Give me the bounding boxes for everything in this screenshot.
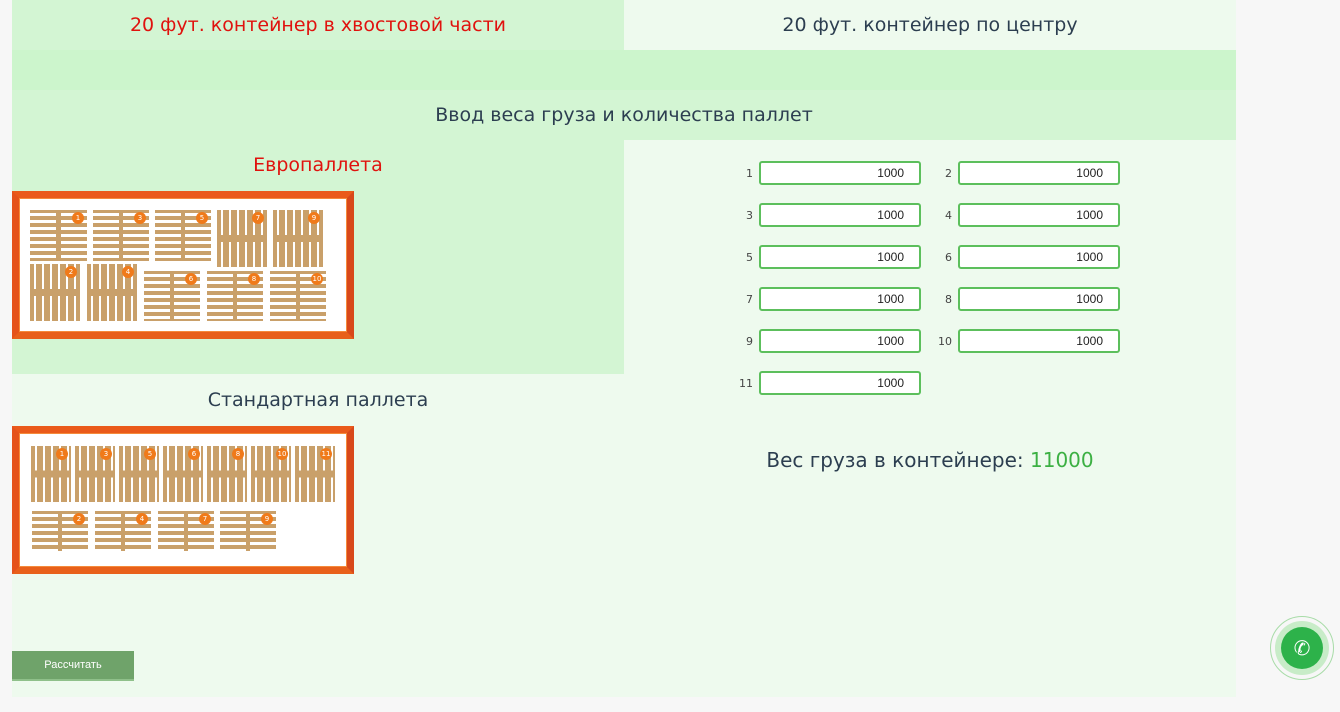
europallet-title[interactable]: Европаллета	[253, 154, 383, 176]
pallet-number: 2	[73, 513, 85, 525]
pallet-number: 8	[248, 273, 260, 285]
pallet: 10	[270, 271, 326, 321]
pallet-number: 6	[188, 448, 200, 460]
pallet-number: 3	[134, 212, 146, 224]
pallet-number: 9	[261, 513, 273, 525]
pallet-weight-label: 2	[945, 167, 952, 180]
spacer-band	[12, 50, 1236, 90]
tab-tail-container[interactable]: 20 фут. контейнер в хвостовой части	[12, 0, 624, 50]
pallet-weight-label: 11	[739, 377, 753, 390]
pallet-number: 11	[320, 448, 332, 460]
pallet-number: 7	[199, 513, 211, 525]
pallet-weight-label: 10	[938, 335, 952, 348]
call-button[interactable]: ✆	[1270, 616, 1334, 680]
standard-pallet-section: Стандартная паллета 1 3 5 6 8 10 11 2 4 7 9	[12, 374, 624, 697]
pallet: 2	[30, 264, 80, 321]
standard-pallet-title[interactable]: Стандартная паллета	[207, 389, 429, 411]
total-label: Вес груза в контейнере:	[766, 448, 1030, 472]
phone-icon: ✆	[1281, 627, 1323, 669]
pallet-weight-label: 7	[746, 293, 753, 306]
pallet-number: 9	[308, 212, 320, 224]
pallet-weight-input[interactable]	[958, 161, 1120, 185]
pallet-weight-input[interactable]	[759, 161, 921, 185]
pallet-number: 5	[144, 448, 156, 460]
pallet: 10	[251, 446, 291, 502]
weight-inputs-panel	[624, 140, 1236, 697]
pallet-weight-input[interactable]	[759, 203, 921, 227]
pallet-number: 2	[65, 266, 77, 278]
pallet-number: 10	[276, 448, 288, 460]
pallet-weight-input[interactable]	[958, 245, 1120, 269]
pallet-weight-label: 5	[746, 251, 753, 264]
pallet-number: 4	[122, 266, 134, 278]
calculate-button[interactable]: Рассчитать	[12, 651, 134, 681]
pallet: 5	[119, 446, 159, 502]
pallet-weight-label: 9	[746, 335, 753, 348]
pallet-weight-input[interactable]	[759, 371, 921, 395]
europallet-section: Европаллета 1 3 5 7 9 2 4 6 8 10	[12, 140, 624, 374]
pallet: 3	[75, 446, 115, 502]
pallet: 9	[273, 210, 323, 267]
total-value: 11000	[1030, 448, 1094, 472]
pallet-weight-input[interactable]	[958, 287, 1120, 311]
pallet-number: 3	[100, 448, 112, 460]
pallet-number: 5	[196, 212, 208, 224]
standard-container-diagram: 1 3 5 6 8 10 11 2 4 7 9	[12, 426, 354, 574]
pallet: 1	[31, 446, 71, 502]
pallet: 7	[217, 210, 267, 267]
pallet-weight-label: 3	[746, 209, 753, 222]
pallet: 11	[295, 446, 335, 502]
pallet: 3	[93, 210, 149, 261]
pallet-number: 4	[136, 513, 148, 525]
section-header: Ввод веса груза и количества паллет	[12, 90, 1236, 140]
pallet: 6	[144, 271, 200, 321]
pallet: 7	[158, 511, 214, 551]
pallet-weight-input[interactable]	[958, 329, 1120, 353]
pallet-number: 7	[252, 212, 264, 224]
pallet: 1	[30, 210, 87, 261]
pallet: 2	[32, 511, 88, 551]
pallet: 9	[220, 511, 276, 551]
pallet-number: 6	[185, 273, 197, 285]
pallet: 4	[87, 264, 137, 321]
pallet-weight-input[interactable]	[759, 329, 921, 353]
pallet-weight-label: 1	[746, 167, 753, 180]
pallet-number: 1	[56, 448, 68, 460]
pallet-weight-input[interactable]	[759, 287, 921, 311]
tab-center-container[interactable]: 20 фут. контейнер по центру	[624, 0, 1236, 50]
pallet-weight-label: 8	[945, 293, 952, 306]
pallet: 4	[95, 511, 151, 551]
pallet: 5	[155, 210, 211, 261]
pallet-weight-input[interactable]	[958, 203, 1120, 227]
pallet: 6	[163, 446, 203, 502]
pallet-number: 8	[232, 448, 244, 460]
total-weight: Вес груза в контейнере: 11000	[624, 448, 1236, 472]
pallet-weight-label: 4	[945, 209, 952, 222]
pallet: 8	[207, 271, 263, 321]
euro-container-diagram: 1 3 5 7 9 2 4 6 8 10	[12, 191, 354, 339]
pallet-weight-input[interactable]	[759, 245, 921, 269]
pallet-number: 10	[311, 273, 323, 285]
pallet: 8	[207, 446, 247, 502]
pallet-number: 1	[72, 212, 84, 224]
pallet-weight-label: 6	[945, 251, 952, 264]
